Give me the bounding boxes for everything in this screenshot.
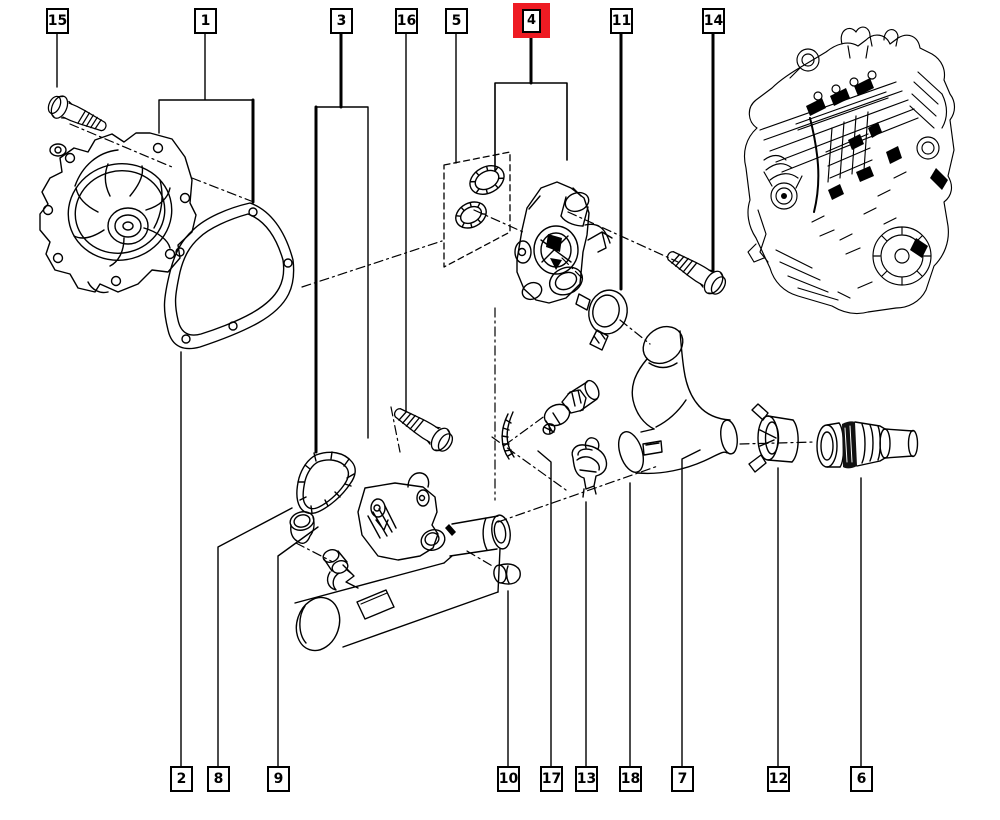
callout-2[interactable]: 2: [170, 766, 193, 792]
hose-clamp-11: [575, 289, 628, 351]
engine-illustration: [743, 26, 956, 315]
plug-10: [493, 563, 521, 585]
callout-6[interactable]: 6: [850, 766, 873, 792]
thermostat-housing: [514, 181, 613, 304]
hose-clamp-12: [748, 403, 799, 473]
hose-end-connector-18: [642, 440, 663, 456]
callout-3[interactable]: 3: [330, 8, 353, 34]
callout-18[interactable]: 18: [619, 766, 642, 792]
axis-lines: [69, 123, 816, 568]
cap-8: [289, 511, 315, 544]
seal-kit: [443, 151, 511, 268]
callout-11[interactable]: 11: [610, 8, 633, 34]
callout-17[interactable]: 17: [540, 766, 563, 792]
pump-gasket: [163, 202, 295, 350]
temp-sensor: [501, 379, 600, 460]
callout-12[interactable]: 12: [767, 766, 790, 792]
bolt-14: [661, 243, 731, 300]
hose-fitting-6: [816, 421, 919, 469]
callout-4-selected[interactable]: 4: [522, 8, 541, 33]
water-pump: [39, 132, 197, 294]
callout-4-highlight: 4: [513, 3, 550, 38]
callout-16[interactable]: 16: [395, 8, 418, 34]
callout-15[interactable]: 15: [46, 8, 69, 34]
stud-9: [322, 549, 359, 591]
callout-14[interactable]: 14: [702, 8, 725, 34]
callout-7[interactable]: 7: [671, 766, 694, 792]
callout-9[interactable]: 9: [267, 766, 290, 792]
clip-13: [571, 437, 608, 498]
callout-8[interactable]: 8: [207, 766, 230, 792]
callout-10[interactable]: 10: [497, 766, 520, 792]
bolt-15: [44, 91, 111, 139]
callout-1[interactable]: 1: [194, 8, 217, 34]
outlet-housing: [294, 451, 511, 652]
leader-lines: [56, 32, 862, 767]
callout-13[interactable]: 13: [575, 766, 598, 792]
callout-5[interactable]: 5: [445, 8, 468, 34]
hose-7: [617, 325, 738, 475]
